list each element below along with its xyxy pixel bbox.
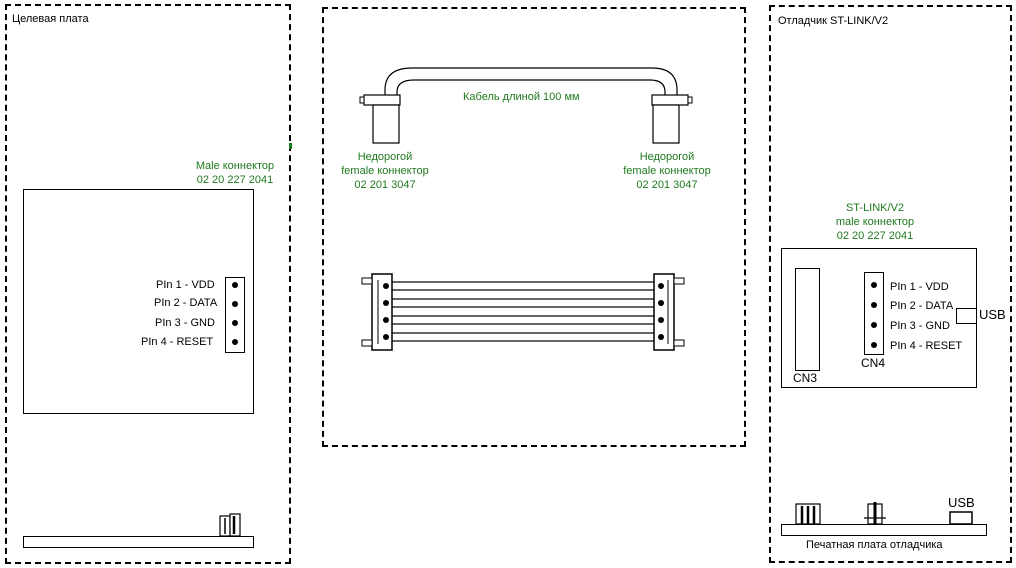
debugger-pin-1-label: PIn 1 - VDD <box>890 281 949 293</box>
target-pin-header <box>225 277 245 353</box>
target-side-connector <box>219 513 241 537</box>
target-pin-3-label: PIn 3 - GND <box>155 317 215 329</box>
target-connector-label-line2: 02 20 227 2041 <box>196 174 274 186</box>
debugger-pin-4-label: PIn 4 - RESET <box>890 340 963 352</box>
cable-right-connector-line2: female коннектор <box>623 165 711 177</box>
cn3-label: CN3 <box>793 371 818 385</box>
debugger-pin-2-label: PIn 2 - DATA <box>890 300 954 312</box>
cn4-label: CN4 <box>861 356 886 370</box>
cn4-pin-4-dot <box>871 342 877 348</box>
cable-left-connector-line2: female коннектор <box>341 165 429 177</box>
cable-drawing <box>359 67 693 144</box>
cn4-pin-1-dot <box>871 282 877 288</box>
usb-port <box>956 308 977 324</box>
panel-edge-mark <box>289 143 292 149</box>
target-pin-4-dot <box>232 339 238 345</box>
target-board-title: Целевая плата <box>12 13 89 25</box>
target-pin-3-dot <box>232 320 238 326</box>
cable-length-label: Кабель длиной 100 мм <box>463 91 580 103</box>
debugger-side-view <box>795 502 973 525</box>
target-board-side-view <box>23 536 254 548</box>
cable-left-connector-line3: 02 201 3047 <box>354 179 416 191</box>
usb-side-label: USB <box>979 307 1006 322</box>
target-board-panel <box>5 4 291 564</box>
cn4-pin-header <box>864 272 884 355</box>
target-pin-1-dot <box>232 282 238 288</box>
cn4-pin-3-dot <box>871 322 877 328</box>
cable-panel <box>322 7 746 447</box>
target-connector-label-line1: Male коннектор <box>195 160 275 172</box>
ribbon-cable-top-view <box>361 273 685 351</box>
cable-right-connector-line3: 02 201 3047 <box>636 179 698 191</box>
cn4-pin-2-dot <box>871 302 877 308</box>
debugger-pcb-label: Печатная плата отладчика <box>806 539 943 551</box>
usb-label: USB <box>948 495 975 510</box>
debugger-pin-3-label: PIn 3 - GND <box>890 320 950 332</box>
target-board-top-view <box>23 189 254 414</box>
debugger-connector-label-line2: male коннектор <box>835 216 915 228</box>
target-pin-2-dot <box>232 301 238 307</box>
cable-right-connector-line1: Недорогой <box>639 151 695 163</box>
debugger-title: Отладчик ST-LINK/V2 <box>778 15 889 27</box>
debugger-connector-label-line3: 02 20 227 2041 <box>836 230 914 242</box>
debugger-panel <box>769 5 1012 563</box>
target-pin-1-label: PIn 1 - VDD <box>156 279 215 291</box>
cable-left-connector-line1: Недорогой <box>357 151 413 163</box>
cn3-connector <box>795 268 820 371</box>
target-pin-2-label: PIn 2 - DATA <box>154 297 218 309</box>
target-pin-4-label: PIn 4 - RESET <box>141 336 214 348</box>
debugger-connector-label-line1: ST-LINK/V2 <box>845 202 905 214</box>
debugger-pcb-side-view <box>781 524 987 536</box>
